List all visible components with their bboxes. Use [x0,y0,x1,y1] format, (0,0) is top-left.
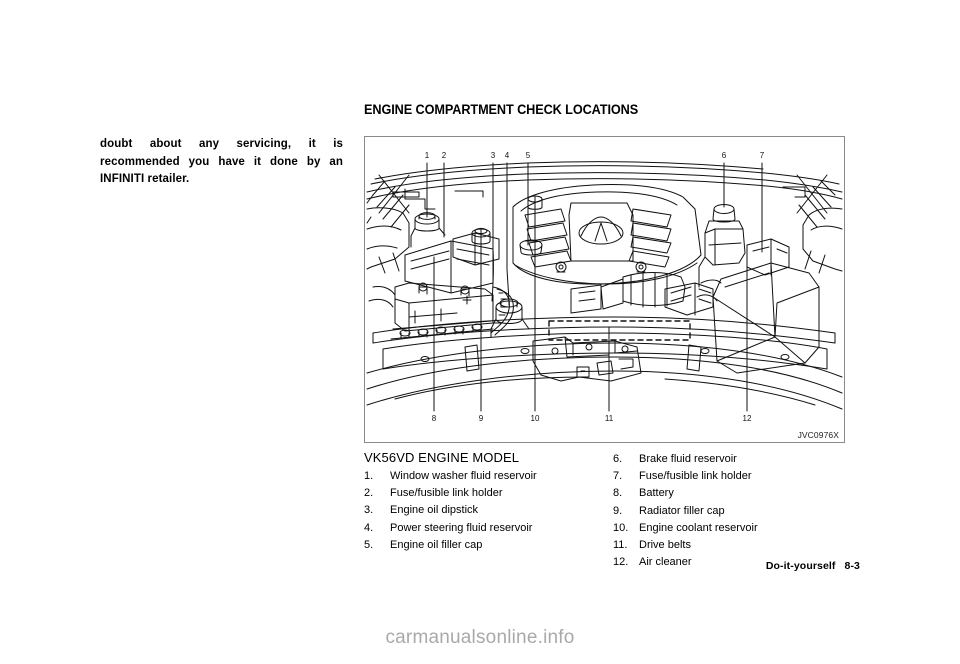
footer-chapter: Do-it-yourself [765,560,836,572]
list-item-label: Engine oil dipstick [390,504,479,517]
list-item: 4. Power steering fluid reservoir [364,520,604,537]
engine-compartment-illustration [366,161,843,412]
parts-list-title: VK56VD ENGINE MODEL [364,450,520,465]
list-item-number: 5. [364,538,374,551]
callout-2: 2 [441,151,447,160]
list-item-label: Engine oil filler cap [390,538,483,551]
callout-4: 4 [504,151,510,160]
list-item-label: Fuse/fusible link holder [390,487,503,500]
list-item: 12. Air cleaner [613,554,873,571]
list-item-number: 2. [364,487,374,500]
list-item-number: 11. [613,539,628,552]
list-item-number: 7. [613,470,623,483]
list-item: 1. Window washer fluid reservoir [364,468,604,485]
list-item-label: Window washer fluid reservoir [390,470,537,482]
engine-compartment-figure: 1 2 3 4 5 6 7 8 9 10 11 12 JVC0976X [364,136,845,443]
callout-11: 11 [604,414,614,423]
list-item: 11. Drive belts [613,537,873,554]
list-item-number: 4. [364,521,374,534]
list-item-label: Air cleaner [639,556,692,569]
list-item-label: Battery [639,487,674,500]
list-item-number: 10. [613,521,629,534]
list-item-number: 8. [613,487,623,500]
footer-page-number: 8-3 [844,560,860,572]
parts-list-right: 6. Brake fluid reservoir 7. Fuse/fusible… [613,451,873,571]
watermark: carmanualsonline.info [385,627,575,648]
list-item: 6. Brake fluid reservoir [613,451,873,468]
callout-6: 6 [721,151,727,160]
list-item-number: 12. [613,556,629,569]
list-item-label: Radiator filler cap [639,504,725,517]
list-item-number: 3. [364,504,374,517]
body-paragraph: doubt about any servicing, it is recomme… [100,138,343,185]
list-item: 5. Engine oil filler cap [364,537,604,554]
list-item-label: Engine coolant reservoir [639,521,758,534]
callout-1: 1 [424,151,430,160]
list-item-number: 1. [364,470,374,482]
page-title: ENGINE COMPARTMENT CHECK LOCATIONS [364,102,639,117]
callout-5: 5 [525,151,531,160]
callout-8: 8 [431,414,437,423]
list-item: 7. Fuse/fusible link holder [613,468,873,485]
list-item-label: Power steering fluid reservoir [390,521,533,534]
page-footer: Do-it-yourself 8-3 [766,560,860,572]
list-item-number: 6. [613,453,623,465]
list-item-label: Drive belts [639,539,691,552]
list-item-label: Brake fluid reservoir [639,453,737,465]
list-item: 10. Engine coolant reservoir [613,520,873,537]
list-item-number: 9. [613,504,623,517]
body-paragraph-column: doubt about any servicing, it is recomme… [100,136,343,189]
callout-10: 10 [530,414,540,423]
list-item: 3. Engine oil dipstick [364,502,604,519]
parts-list-left: 1. Window washer fluid reservoir 2. Fuse… [364,468,604,554]
list-item-label: Fuse/fusible link holder [639,470,752,483]
list-item: 2. Fuse/fusible link holder [364,485,604,502]
list-item: 9. Radiator filler cap [613,503,873,520]
callout-7: 7 [759,151,765,160]
callout-12: 12 [742,414,752,423]
callout-9: 9 [478,414,484,423]
figure-id-label: JVC0976X [797,430,839,440]
list-item: 8. Battery [613,485,873,502]
callout-3: 3 [490,151,496,160]
